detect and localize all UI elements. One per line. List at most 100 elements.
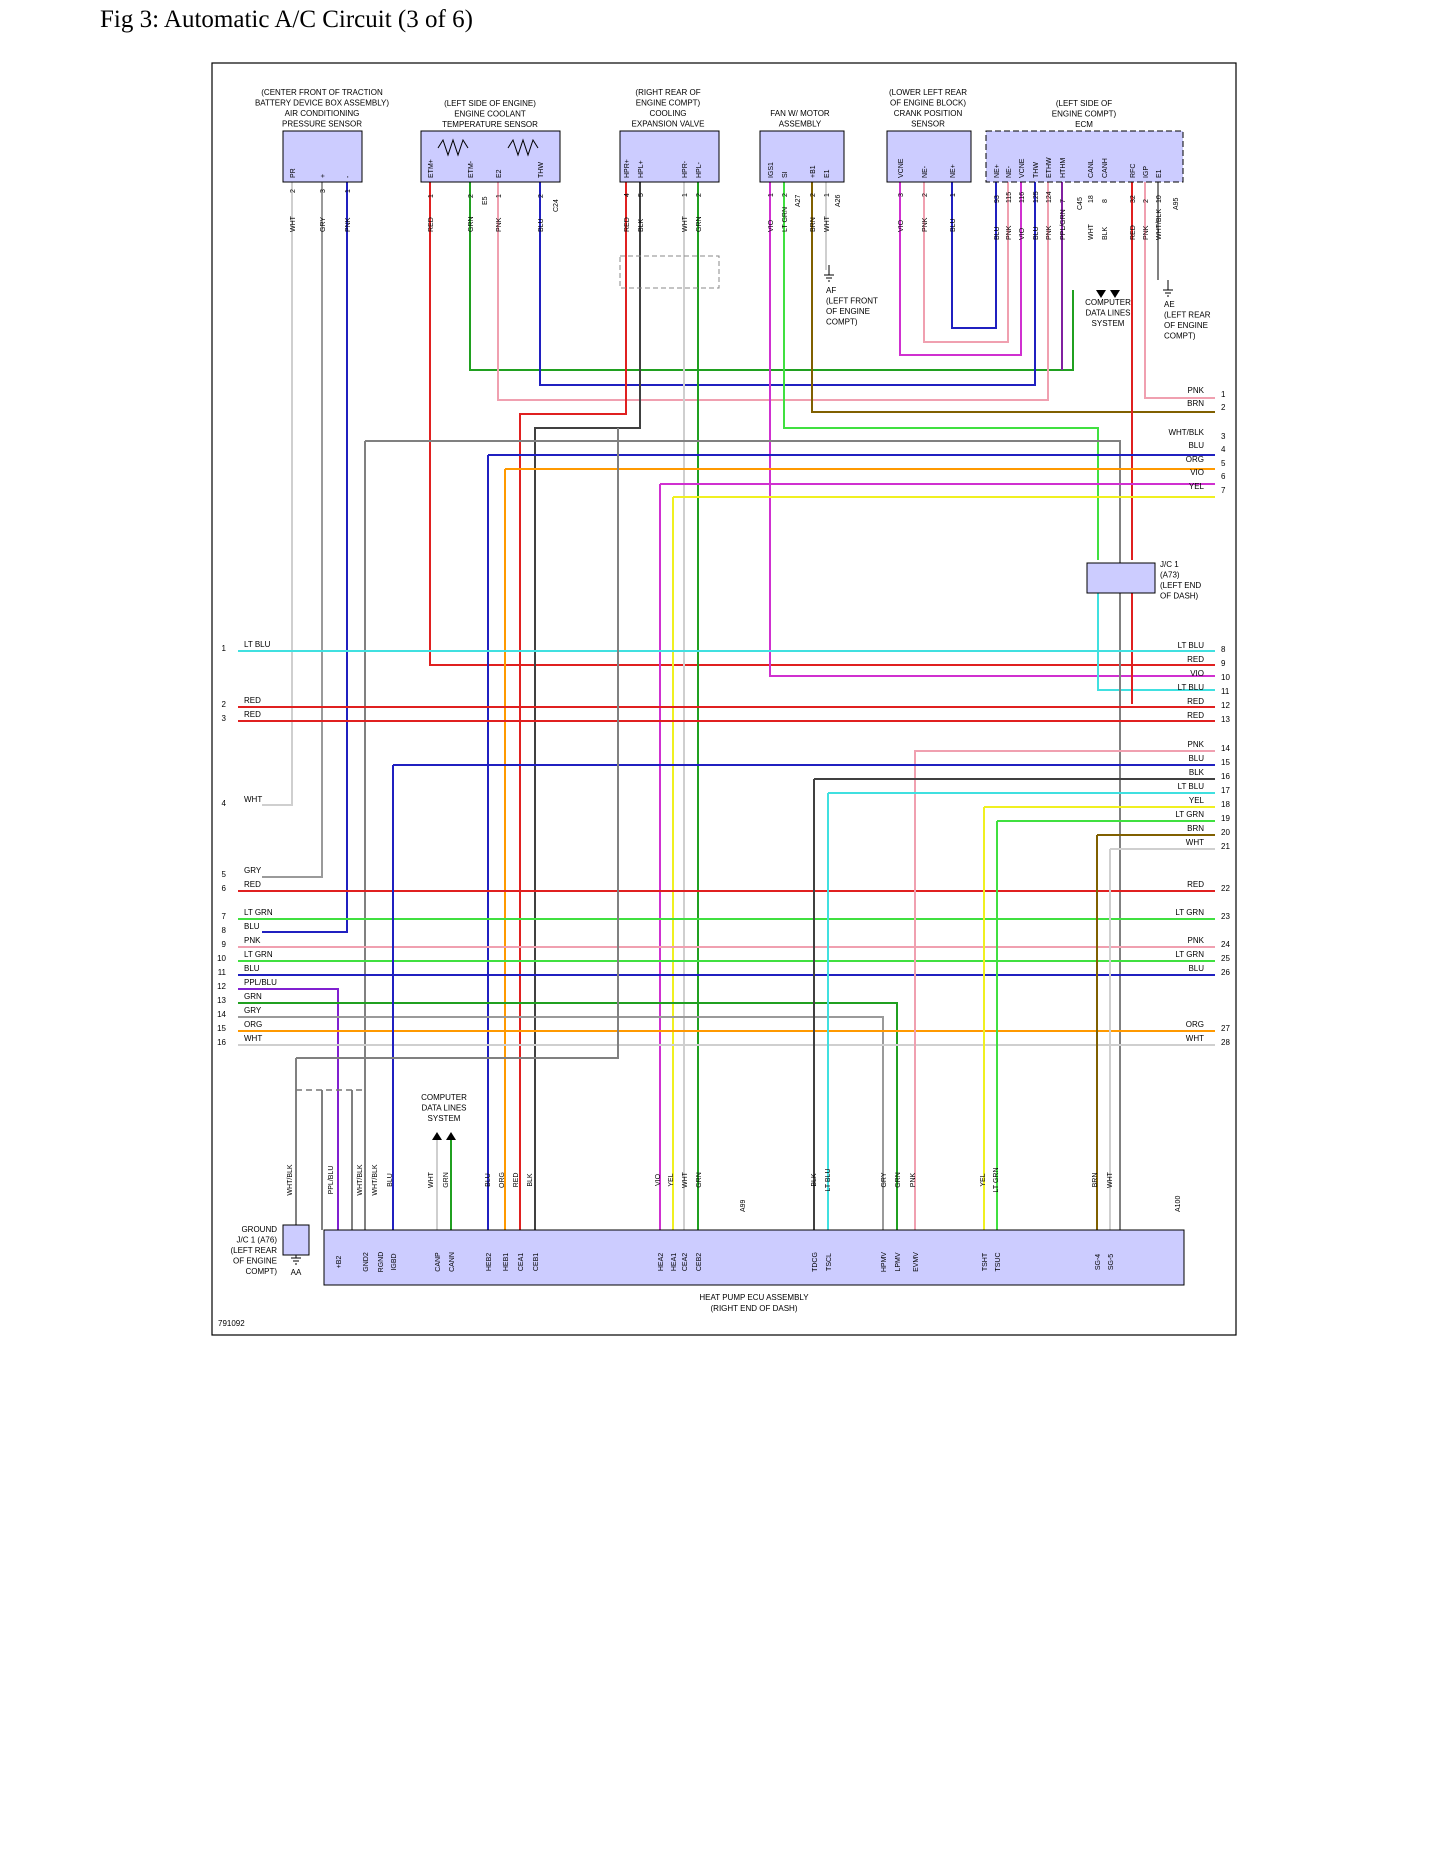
junction-label: J/C 1 — [1160, 560, 1179, 569]
wire-blu-ref8 — [262, 182, 348, 933]
ecu-pin-name: SG-5 — [1108, 1254, 1115, 1270]
crank-sensor-pin-number: 2 — [922, 193, 929, 197]
ecu-wire-color: YEL — [980, 1173, 987, 1186]
right-ref-number: 1 — [1221, 390, 1226, 399]
ecm-wire-color: PNK — [1046, 225, 1053, 240]
right-wire-label: BLU — [1188, 964, 1204, 973]
right-ref-number: 28 — [1221, 1038, 1230, 1047]
expansion-valve-label: ENGINE COMPT) — [636, 99, 701, 108]
right-ref-number: 6 — [1221, 472, 1226, 481]
ecu-pin-name: CEA1 — [518, 1253, 525, 1271]
crank-sensor-wire-color: BLU — [950, 218, 957, 232]
left-wire-label: GRY — [244, 866, 262, 875]
crank-sensor-label: OF ENGINE BLOCK) — [890, 99, 966, 108]
left-wire-label: GRN — [244, 992, 262, 1001]
ecm-pin-name: THW — [1033, 162, 1040, 178]
ecm-pin-number: 93 — [994, 195, 1001, 203]
ground-aa-tag: AA — [291, 1268, 302, 1277]
ground-ae-label: COMPT) — [1164, 332, 1196, 341]
ecm-pin-name: CANL — [1088, 159, 1095, 178]
ground-aa-label: OF ENGINE — [233, 1257, 277, 1266]
data-lines-arrows — [1096, 290, 1120, 298]
ecu-pin-name: TSHT — [982, 1252, 989, 1271]
ecm-pin-number: 115 — [1006, 192, 1013, 203]
data-lines-arrows — [432, 1132, 456, 1140]
ecm-pin-number: 125 — [1033, 191, 1040, 203]
right-wire-label: BLK — [1189, 768, 1205, 777]
connector-code: C45 — [1077, 197, 1084, 210]
right-wire-label: ORG — [1186, 1020, 1204, 1029]
right-ref-number: 27 — [1221, 1024, 1230, 1033]
right-ref-number: 19 — [1221, 814, 1230, 823]
ecm-wire-color: VIO — [1019, 227, 1026, 240]
left-ref-number: 7 — [222, 912, 227, 921]
pressure-sensor-pin-name: - — [345, 175, 352, 178]
pressure-sensor-box — [282, 130, 363, 183]
ecm-pin-number: 124 — [1046, 191, 1053, 203]
ecm-pin-number: 10 — [1156, 195, 1163, 203]
ecm-wire-color: BLU — [1033, 226, 1040, 240]
ecu-wire-color: BLU — [387, 1173, 394, 1187]
expansion-valve-label: (RIGHT REAR OF — [635, 88, 700, 97]
figure-code: 791092 — [218, 1319, 245, 1328]
expansion-valve-pin-name: HPL+ — [638, 160, 645, 178]
right-ref-number: 11 — [1221, 687, 1230, 696]
right-wire-label: WHT — [1186, 1034, 1204, 1043]
ecm-pin-name: ETHW — [1046, 157, 1053, 178]
fan-motor-pin-number: 2 — [782, 193, 789, 197]
right-ref-number: 10 — [1221, 673, 1230, 682]
ecu-wire-color: YEL — [668, 1173, 675, 1186]
ground-aa-label: (LEFT REAR — [230, 1246, 277, 1255]
coolant-sensor-pin-number: 2 — [468, 194, 475, 198]
right-wire-label: BRN — [1187, 399, 1204, 408]
components-layer — [282, 130, 1185, 1286]
ecu-wire-color: BLK — [811, 1173, 818, 1187]
expansion-valve-pin-number: 5 — [638, 193, 645, 197]
ecm-wire-color: WHT/BLK — [1156, 209, 1163, 240]
right-ref-number: 5 — [1221, 459, 1226, 468]
ecu-wire-color: WHT/BLK — [287, 1164, 294, 1195]
left-wire-label: LT GRN — [244, 908, 273, 917]
ecu-pin-name: CEA2 — [682, 1253, 689, 1271]
ecu-pin-name: HEA2 — [658, 1253, 665, 1271]
left-wire-label: PNK — [244, 936, 261, 945]
ecm-wire-color: PNK — [1006, 225, 1013, 240]
ecu-wire-color: WHT/BLK — [357, 1164, 364, 1195]
connector-code: A95 — [1173, 197, 1180, 210]
ecm-wire-color: BLK — [1102, 226, 1109, 240]
ecm-pin-name: NE+ — [994, 164, 1001, 178]
junction-label: (A73) — [1160, 571, 1180, 580]
right-ref-number: 9 — [1221, 659, 1226, 668]
ecm-box — [985, 130, 1184, 183]
coolant-sensor-pin-name: THW — [538, 162, 545, 178]
wire-ltblu-ref11 — [1097, 593, 1215, 691]
ecu-pin-name: SG-4 — [1095, 1254, 1102, 1270]
ground-ae-label: OF ENGINE — [1164, 321, 1208, 330]
ecu-wire-color: WHT — [1107, 1171, 1114, 1188]
left-wire-label: RED — [244, 696, 261, 705]
connector-code: A26 — [835, 194, 842, 207]
ground-aa-label: GROUND — [241, 1225, 277, 1234]
ecu-wire-color: PNK — [910, 1172, 917, 1187]
pressure-sensor-pin-number: 3 — [320, 189, 327, 193]
fan-motor-pin-name: IGS1 — [768, 162, 775, 178]
fan-motor-pin-name: +B1 — [810, 165, 817, 178]
ecu-wire-color: PPL/BLU — [328, 1166, 335, 1195]
crank-sensor-pin-name: VCNE — [898, 158, 905, 178]
wire-wht-ref4 — [262, 182, 293, 806]
ecm-pin-name: IGP — [1143, 166, 1150, 178]
right-wire-label: RED — [1187, 655, 1204, 664]
ecu-wire-color: GRN — [895, 1172, 902, 1188]
ecu-connector-code: A100 — [1175, 1196, 1182, 1212]
right-wire-label: VIO — [1190, 468, 1204, 477]
right-ref-number: 23 — [1221, 912, 1230, 921]
left-ref-number: 8 — [222, 926, 227, 935]
page-title: Fig 3: Automatic A/C Circuit (3 of 6) — [100, 6, 473, 33]
ecu-wire-color: GRY — [881, 1172, 888, 1187]
left-wire-label: RED — [244, 710, 261, 719]
ecu-pin-name: IGBD — [391, 1253, 398, 1270]
right-wire-label: RED — [1187, 697, 1204, 706]
right-ref-number: 15 — [1221, 758, 1230, 767]
right-ref-number: 18 — [1221, 800, 1230, 809]
